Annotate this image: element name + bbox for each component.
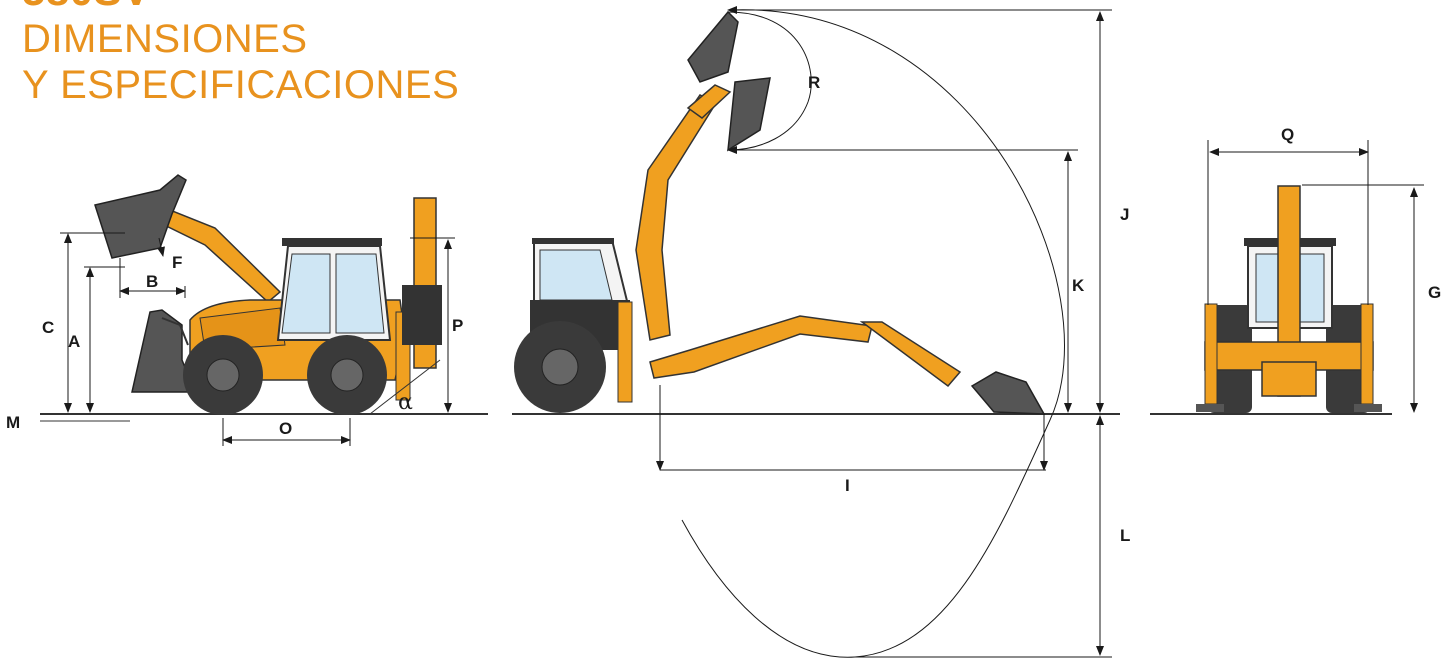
label-m: M — [6, 413, 20, 432]
reach-view: R J K I L — [512, 6, 1130, 658]
page-title-line-1: DIMENSIONES — [22, 17, 308, 61]
rear-view-pad-left — [1196, 404, 1224, 412]
label-r: R — [808, 73, 820, 92]
rear-view-backhoe-loader — [1196, 185, 1382, 413]
bucket-top — [687, 10, 739, 83]
label-f: F — [172, 253, 182, 272]
label-b: B — [146, 272, 158, 291]
dipper-extended — [859, 321, 962, 388]
boom-extended — [649, 315, 873, 379]
rear-view-bucket — [1261, 361, 1317, 397]
label-c: C — [42, 318, 54, 337]
page-title-line-2: Y ESPECIFICACIONES — [22, 63, 460, 107]
bucket-mid — [727, 77, 771, 152]
label-i: I — [845, 476, 850, 495]
label-q: Q — [1281, 125, 1294, 144]
model-title: 580SV — [22, 0, 151, 12]
label-j: J — [1120, 205, 1129, 224]
label-p: P — [452, 316, 463, 335]
reach-rear-hub — [541, 348, 579, 386]
reach-view-backhoe-loader — [514, 10, 1046, 415]
rear-view-stabilizer-left — [1204, 303, 1218, 405]
bucket-extended — [970, 371, 1046, 415]
cab-window-front — [281, 253, 331, 334]
boom-raised — [635, 94, 718, 341]
cab-window-rear — [335, 253, 385, 334]
loader-bucket-link — [161, 317, 189, 346]
dipper-raised — [686, 84, 732, 119]
label-alpha: α — [398, 390, 413, 415]
label-o: O — [279, 419, 292, 438]
backhoe-folded-dipper — [402, 285, 442, 345]
stabilizer-angle-line — [369, 359, 441, 415]
reach-arc-r — [727, 11, 812, 151]
rear-cab-roof — [532, 238, 614, 244]
rear-view: Q G — [1150, 125, 1441, 415]
label-l: L — [1120, 526, 1130, 545]
front-wheel-hub — [206, 358, 240, 392]
side-view: C A B F M O P α — [6, 174, 488, 446]
dim-line-f — [157, 237, 165, 257]
rear-cab-window — [539, 249, 613, 301]
rear-view-pad-right — [1354, 404, 1382, 412]
loader-bucket-raised — [94, 174, 187, 259]
label-a: A — [68, 332, 80, 351]
label-g: G — [1428, 283, 1441, 302]
label-k: K — [1072, 276, 1085, 295]
reach-arc-outer — [681, 9, 1065, 658]
rear-view-stabilizer-right — [1360, 303, 1374, 405]
reach-stabilizer — [617, 301, 633, 403]
cab-roof — [282, 238, 382, 246]
side-view-backhoe-loader — [94, 174, 442, 415]
rear-wheel-hub — [330, 358, 364, 392]
